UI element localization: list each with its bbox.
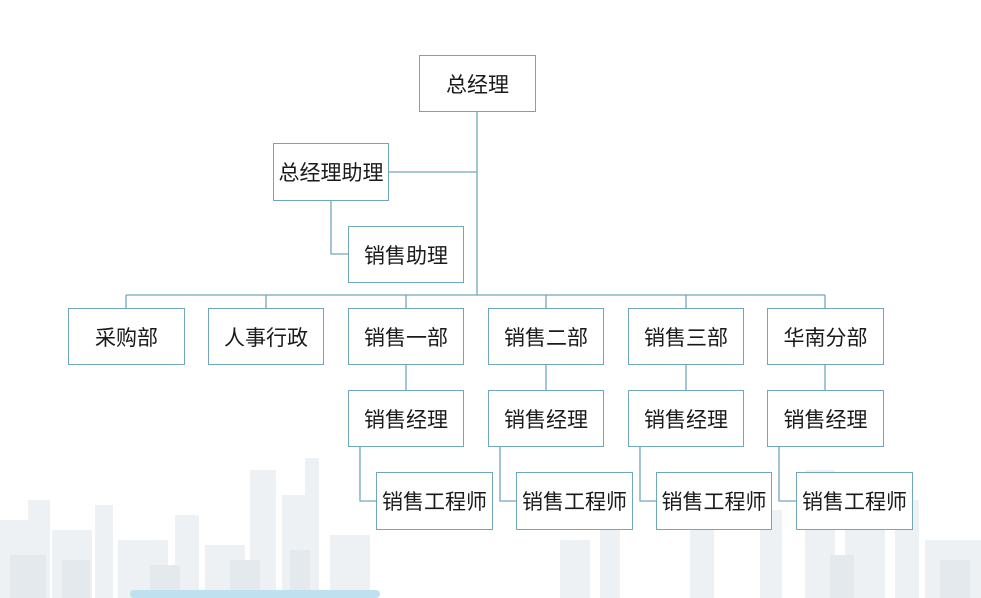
general-manager-node: 总经理 — [419, 55, 536, 112]
sales-manager-node: 销售经理 — [488, 390, 604, 447]
department-node-south-china-branch: 华南分部 — [767, 308, 884, 365]
connector-engineer-elbow — [778, 447, 796, 502]
department-node-sales-3: 销售三部 — [628, 308, 744, 365]
department-node-sales-2: 销售二部 — [488, 308, 604, 365]
sales-manager-node: 销售经理 — [348, 390, 464, 447]
department-node-sales-1: 销售一部 — [348, 308, 464, 365]
department-node-purchasing: 采购部 — [68, 308, 185, 365]
connector-engineer-elbow — [359, 447, 376, 502]
sales-manager-node: 销售经理 — [628, 390, 744, 447]
sales-engineer-node: 销售工程师 — [656, 472, 772, 530]
connector-engineer-elbow — [499, 447, 516, 502]
sales-assistant-node: 销售助理 — [348, 226, 464, 283]
department-node-hr-admin: 人事行政 — [208, 308, 324, 365]
connector-engineer-elbow — [639, 447, 656, 502]
sales-manager-node: 销售经理 — [767, 390, 884, 447]
general-manager-assistant-node: 总经理助理 — [273, 143, 389, 201]
sales-engineer-node: 销售工程师 — [516, 472, 633, 530]
connector-sales-assistant — [330, 201, 348, 255]
sales-engineer-node: 销售工程师 — [796, 472, 913, 530]
sales-engineer-node: 销售工程师 — [376, 472, 493, 530]
